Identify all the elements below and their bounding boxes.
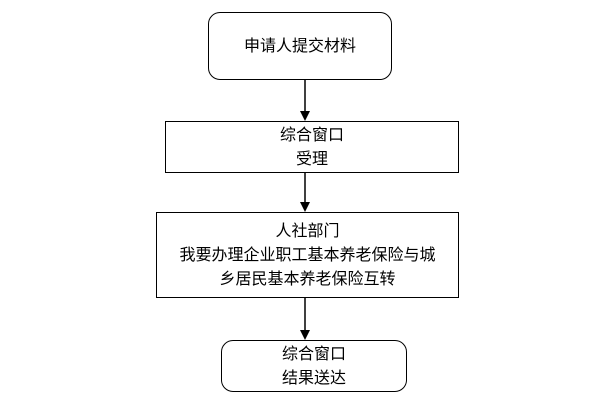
node-submit-materials-text: 申请人提交材料 <box>243 36 356 55</box>
node-result-delivery-title: 综合窗口 <box>281 344 346 363</box>
node-window-accept: 综合窗口 受理 <box>165 121 459 173</box>
node-result-delivery: 综合窗口 结果送达 <box>221 340 407 392</box>
node-hr-department-title: 人社部门 <box>275 221 340 240</box>
node-window-accept-title: 综合窗口 <box>279 125 344 144</box>
node-hr-department-line-3: 乡居民基本养老保险互转 <box>219 269 396 288</box>
node-result-delivery-subtitle: 结果送达 <box>281 368 346 387</box>
node-window-accept-subtitle: 受理 <box>295 149 328 168</box>
node-submit-materials: 申请人提交材料 <box>208 12 392 80</box>
node-hr-department: 人社部门 我要办理企业职工基本养老保险与城 乡居民基本养老保险互转 <box>156 212 459 298</box>
node-hr-department-line-2: 我要办理企业职工基本养老保险与城 <box>179 245 436 264</box>
